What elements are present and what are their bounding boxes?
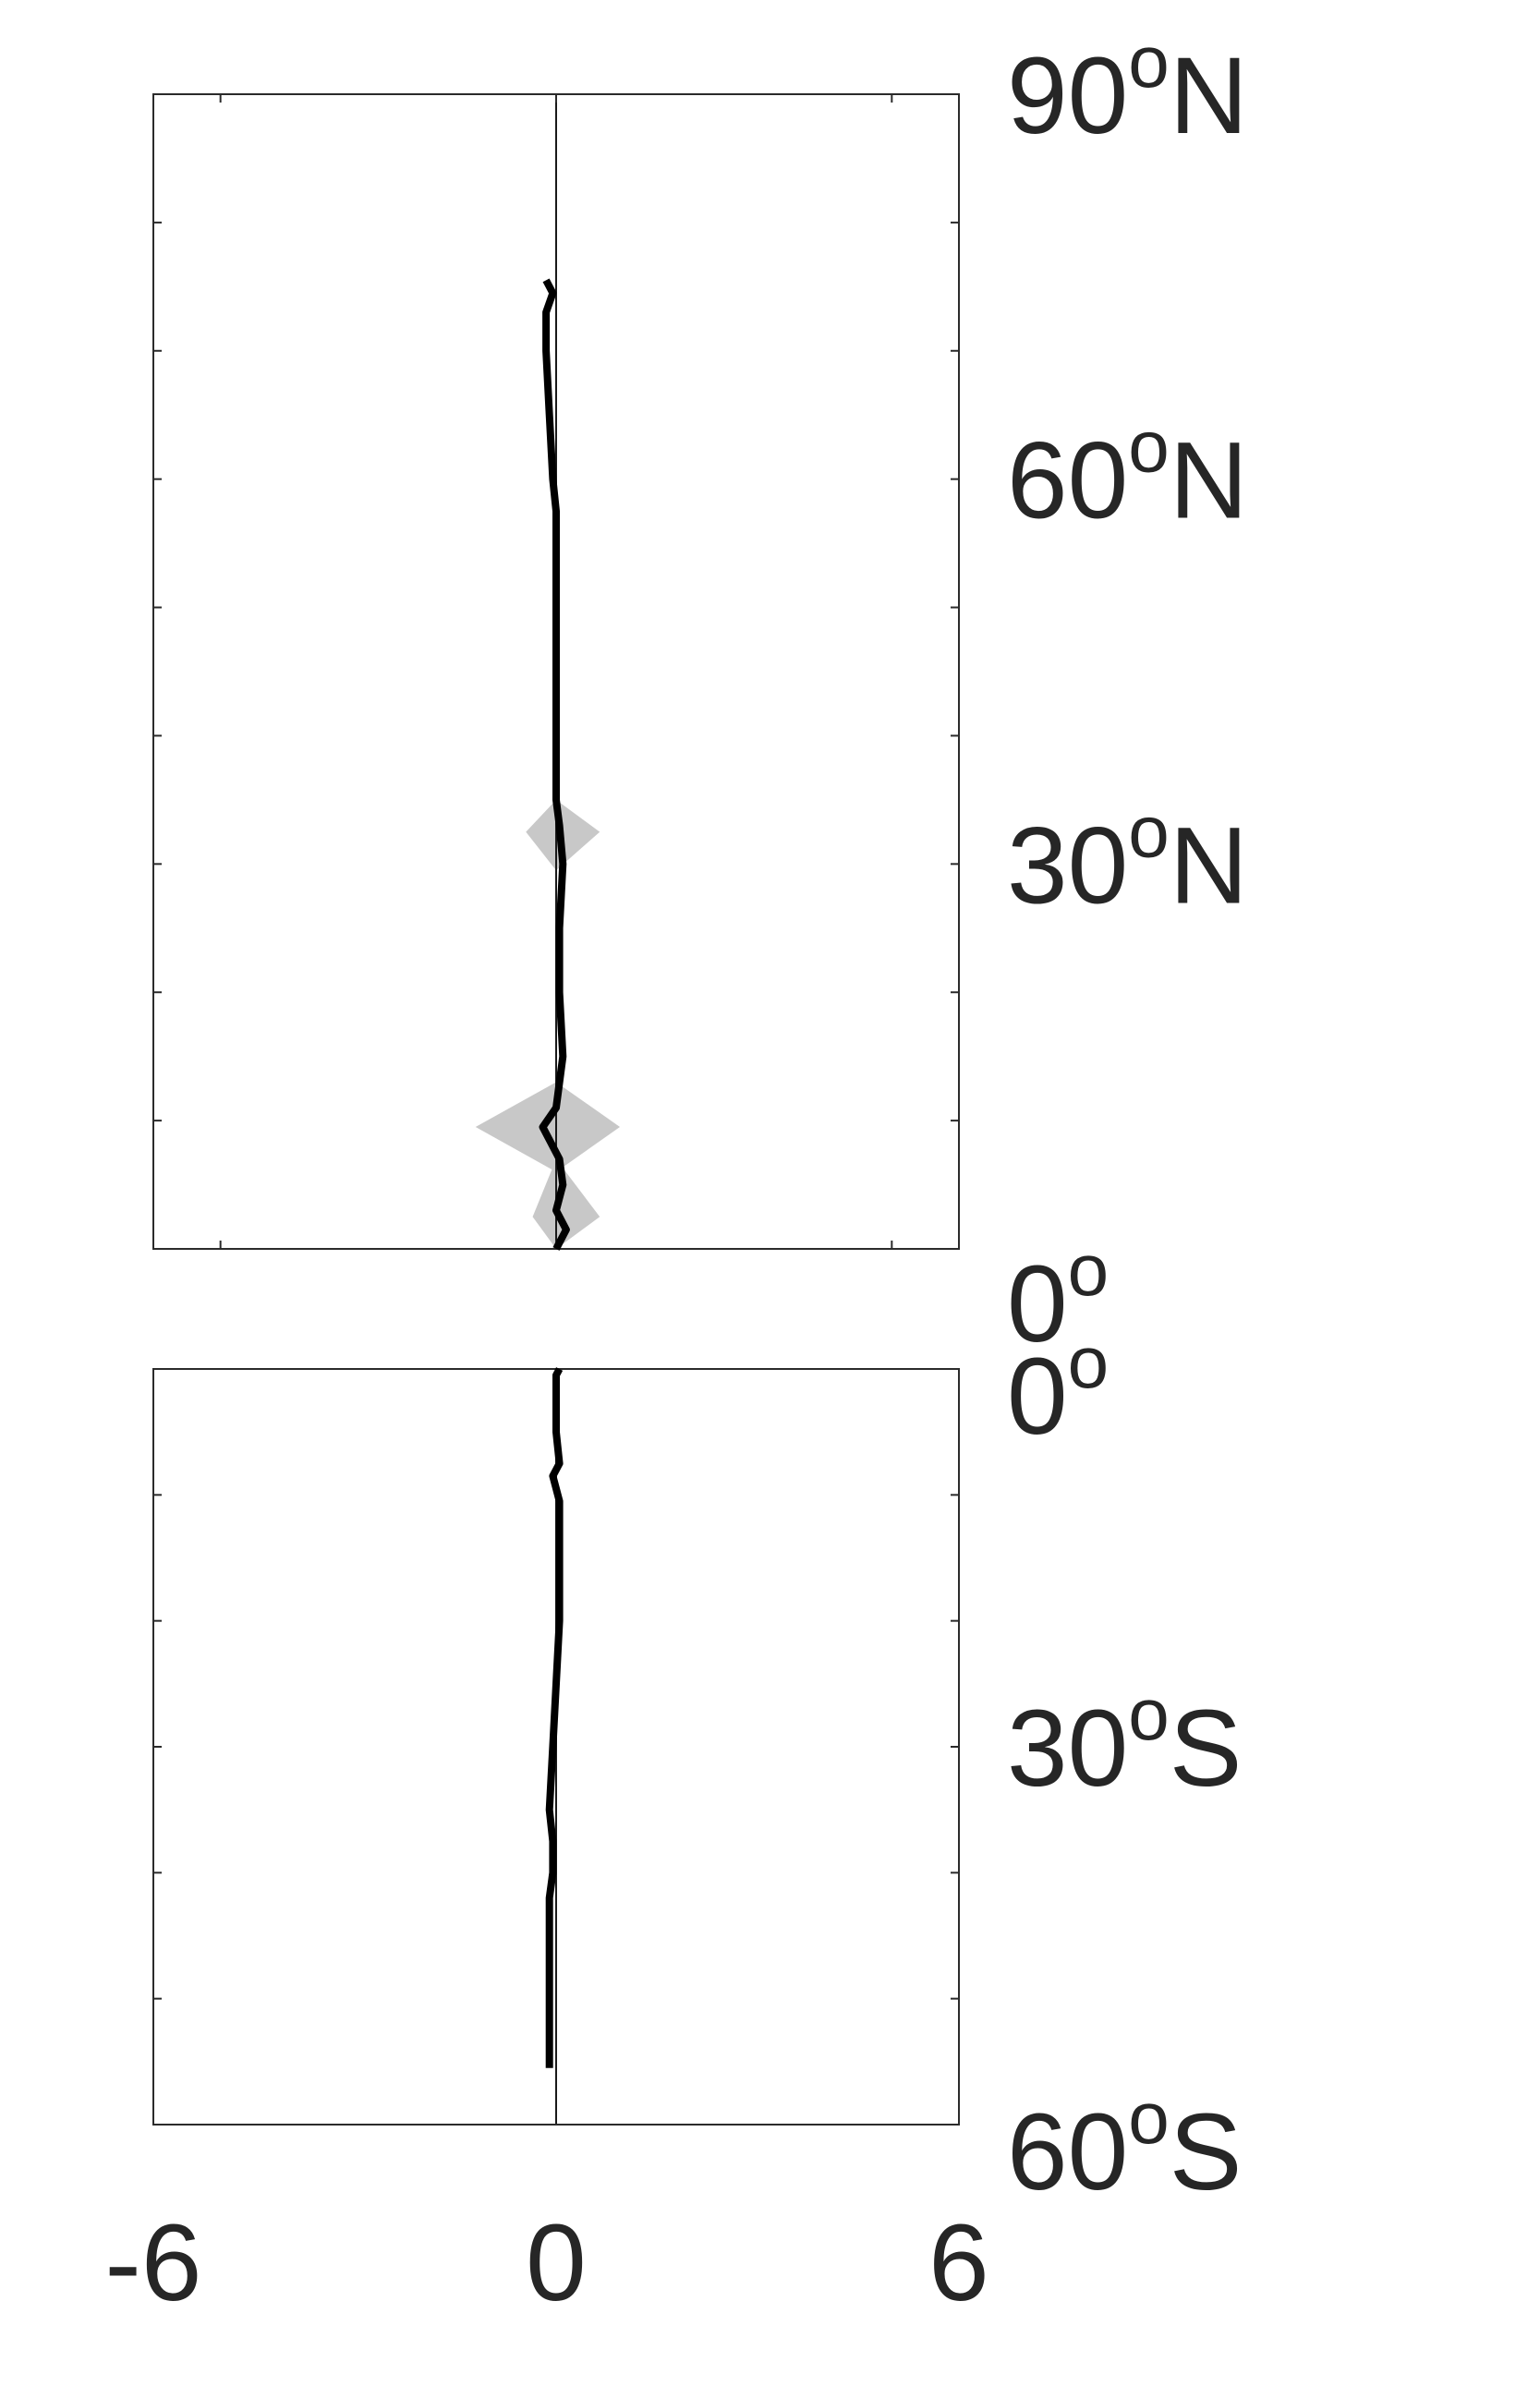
x-tick-label: 6 (928, 2202, 989, 2324)
data-series-line (545, 1367, 564, 2068)
latitude-label: 30oS (1007, 1673, 1242, 1810)
southern-hemisphere-panel: 0o 30oS 60oS -6 0 6 (105, 1321, 1243, 2324)
latitude-label: 0o (1007, 1229, 1109, 1365)
latitude-label: 90oN (1007, 20, 1248, 157)
uncertainty-band (475, 1082, 621, 1172)
x-tick-label: -6 (105, 2202, 202, 2324)
uncertainty-band (532, 1158, 600, 1249)
x-tick-label: 0 (526, 2202, 587, 2324)
latitude-label: 30oN (1007, 790, 1248, 927)
latitude-label: 0o (1007, 1321, 1109, 1458)
data-series-line (539, 278, 570, 1251)
latitude-label: 60oN (1007, 406, 1248, 542)
northern-hemisphere-panel: 90oN 60oN 30oN 0o (152, 20, 1248, 1365)
latitude-label: 60oS (1007, 2077, 1242, 2213)
